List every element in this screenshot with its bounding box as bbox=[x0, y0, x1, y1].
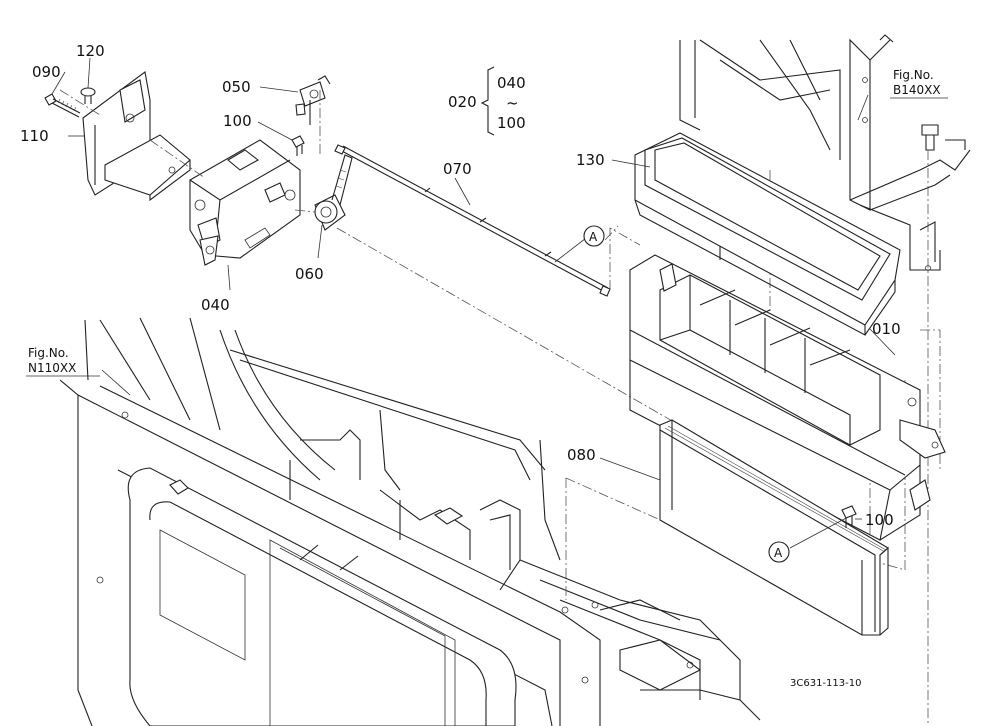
marker-a-lower: A bbox=[768, 541, 790, 563]
filter-frame-130 bbox=[634, 132, 901, 336]
callout-110: 110 bbox=[20, 127, 49, 145]
marker-a-upper-text: A bbox=[589, 230, 598, 244]
filter-element-080 bbox=[659, 419, 889, 636]
callout-120: 120 bbox=[76, 42, 105, 60]
range-main-label: 020 bbox=[448, 93, 477, 111]
callout-100-right: 100 bbox=[865, 511, 894, 529]
screw-120 bbox=[80, 87, 96, 104]
screw-100-right bbox=[841, 505, 857, 528]
actuator-040 bbox=[189, 139, 301, 266]
fig-ref-left-line2: N110XX bbox=[28, 361, 76, 375]
link-lever-050 bbox=[295, 75, 331, 125]
callout-leaders bbox=[51, 57, 896, 549]
callout-090: 090 bbox=[32, 63, 61, 81]
fig-ref-right-line1: Fig.No. bbox=[893, 68, 934, 82]
fig-ref-left-line1: Fig.No. bbox=[28, 346, 69, 360]
callout-080: 080 bbox=[567, 446, 596, 464]
callout-050: 050 bbox=[222, 78, 251, 96]
lever-060 bbox=[314, 154, 353, 231]
screw-100-top bbox=[291, 135, 305, 156]
callout-060: 060 bbox=[295, 265, 324, 283]
rod-070 bbox=[334, 144, 611, 297]
drawing-number: 3C631-113-10 bbox=[790, 678, 861, 689]
callout-040: 040 bbox=[201, 296, 230, 314]
bracket-110 bbox=[82, 71, 191, 202]
marker-a-lower-text: A bbox=[774, 546, 783, 560]
callout-070: 070 bbox=[443, 160, 472, 178]
bolt-090 bbox=[44, 93, 81, 118]
range-bracket bbox=[480, 66, 495, 136]
callout-100-top: 100 bbox=[223, 112, 252, 130]
marker-a-upper: A bbox=[583, 225, 605, 247]
range-from-label: 040 bbox=[497, 74, 526, 92]
range-to-label: 100 bbox=[497, 114, 526, 132]
filter-case-010 bbox=[629, 254, 946, 541]
callout-010: 010 bbox=[872, 320, 901, 338]
range-tilde: ~ bbox=[506, 94, 519, 112]
fig-ref-right-line2: B140XX bbox=[893, 83, 941, 97]
cab-frame-drawing bbox=[59, 317, 761, 726]
callout-130: 130 bbox=[576, 151, 605, 169]
